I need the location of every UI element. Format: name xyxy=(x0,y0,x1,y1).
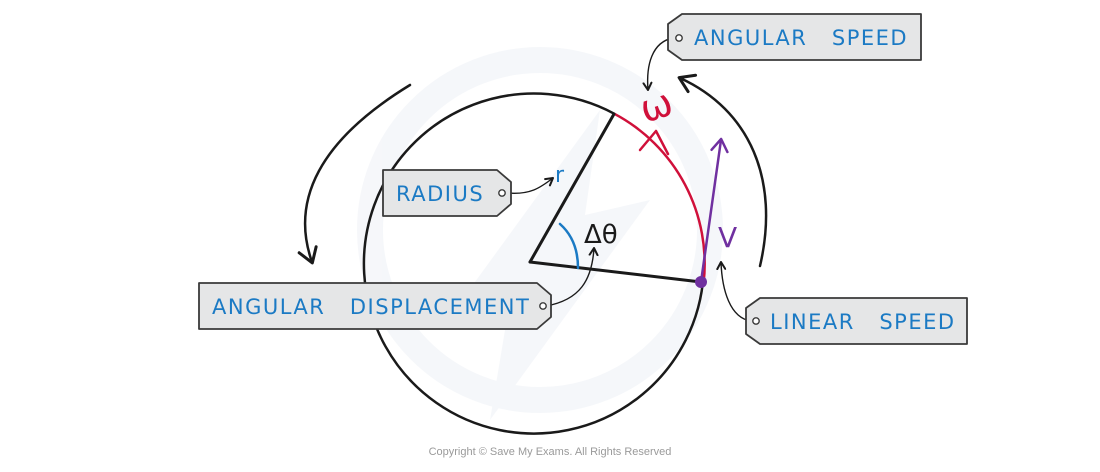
velocity-arrow xyxy=(699,137,729,284)
angular-displacement-label: ANGULAR DISPLACEMENT xyxy=(212,295,530,319)
radius-symbol: r xyxy=(555,163,565,188)
omega-symbol: ω xyxy=(634,80,678,132)
angle-arc xyxy=(558,222,580,270)
radius-lines xyxy=(528,112,703,284)
angular-speed-label: ANGULAR SPEED xyxy=(694,26,908,50)
velocity-symbol: V xyxy=(718,221,737,254)
radius-tag: RADIUS xyxy=(382,169,512,217)
rotation-arrow-left xyxy=(297,83,412,265)
circle-path xyxy=(362,92,705,435)
angular-displacement-tag: ANGULAR DISPLACEMENT xyxy=(198,282,552,330)
omega-arc-arrowhead xyxy=(638,129,670,156)
copyright-notice: Copyright © Save My Exams. All Rights Re… xyxy=(429,446,672,458)
linear-speed-label: LINEAR SPEED xyxy=(770,310,956,334)
linear-speed-tag: LINEAR SPEED xyxy=(745,297,968,345)
angular-speed-tag: ANGULAR SPEED xyxy=(667,13,922,61)
delta-theta-symbol: Δθ xyxy=(584,220,618,250)
radius-label: RADIUS xyxy=(396,182,484,206)
rotation-arrow-right xyxy=(677,73,768,268)
particle-dot xyxy=(695,276,707,288)
